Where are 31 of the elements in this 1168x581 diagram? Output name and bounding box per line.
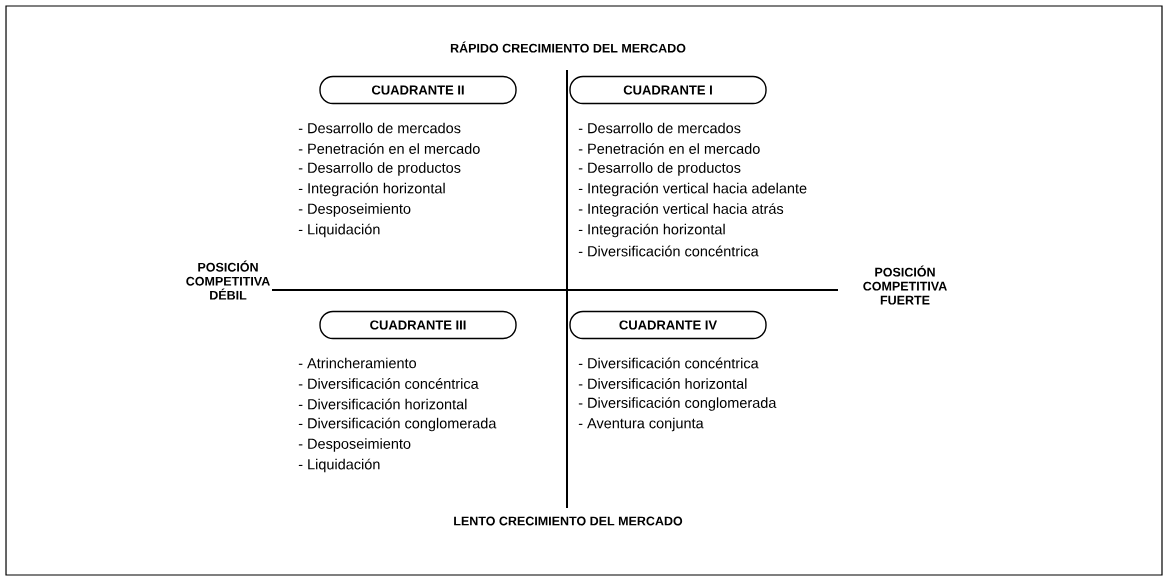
axis-label: RÁPIDO CRECIMIENTO DEL MERCADO	[450, 41, 686, 53]
side-label: POSICIÓN COMPETITIVA FUERTE	[863, 265, 947, 305]
list-item: - Liquidación	[298, 223, 380, 238]
list-item: - Desarrollo de productos	[298, 162, 461, 176]
list-item: - Penetración en el mercado	[298, 143, 480, 154]
list-item: - Integración horizontal	[578, 223, 725, 238]
list-item: - Desposeimiento	[298, 203, 411, 217]
list-item: - Atrincheramiento	[298, 357, 417, 369]
list-item: - Diversificación conglomerada	[578, 397, 777, 411]
quadrant-label: CUADRANTE III	[319, 310, 517, 340]
list-item: - Diversificación horizontal	[578, 378, 747, 389]
list-item: - Diversificación concéntrica	[578, 357, 759, 369]
list-item: - Diversificación conglomerada	[298, 417, 497, 432]
list-item: - Integración horizontal	[298, 182, 445, 197]
list-item: - Aventura conjunta	[578, 417, 704, 432]
list-item: - Desarrollo de mercados	[298, 122, 461, 134]
list-item: - Desarrollo de productos	[578, 162, 741, 176]
side-label: POSICIÓN COMPETITIVA DÉBIL	[186, 260, 270, 300]
list-item: - Desarrollo de mercados	[578, 122, 741, 134]
quadrant-label: CUADRANTE IV	[569, 310, 767, 340]
list-item: - Diversificación concéntrica	[578, 245, 759, 257]
list-item: - Diversificación horizontal	[298, 398, 467, 410]
list-item: - Integración vertical hacia atrás	[578, 203, 784, 217]
quadrant-label: CUADRANTE II	[319, 75, 517, 105]
quadrant-label: CUADRANTE I	[569, 75, 767, 105]
axis-label: LENTO CRECIMIENTO DEL MERCADO	[454, 516, 683, 526]
list-item: - Penetración en el mercado	[578, 143, 760, 154]
list-item: - Integración vertical hacia adelante	[578, 182, 807, 197]
list-item: - Diversificación concéntrica	[298, 378, 479, 389]
list-item: - Desposeimiento	[298, 438, 411, 452]
list-item: - Liquidación	[298, 458, 380, 473]
